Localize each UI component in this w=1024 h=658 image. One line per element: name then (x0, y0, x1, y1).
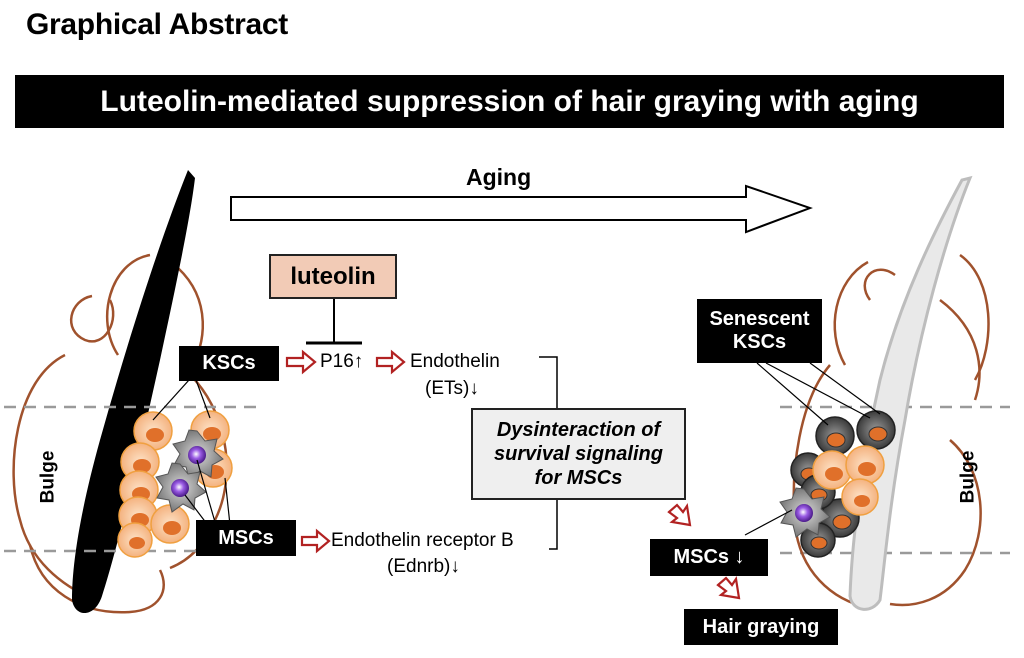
luteolin-box: luteolin (269, 254, 397, 299)
ksc-cell (812, 450, 852, 490)
left-leader-lines (152, 379, 231, 529)
left-hair-shaft (72, 170, 195, 614)
ksc-cell (150, 504, 190, 544)
red-arrows (285, 349, 741, 600)
right-ksc-cells (812, 445, 885, 516)
bulge-label-right: Bulge (957, 450, 979, 504)
ksc-cell (117, 522, 153, 558)
dysinteraction-line-1: Dysinteraction of (496, 419, 661, 441)
ksc-cell (841, 478, 879, 516)
dysinteraction-line-2: survival signaling (494, 443, 663, 465)
right-msc-cell (779, 487, 831, 538)
endothelin-label-1: Endothelin (410, 351, 500, 372)
ednrb-label-2: (Ednrb)↓ (387, 556, 460, 577)
dysinteraction-line-3: for MSCs (534, 467, 623, 489)
msc-down-label: MSCs ↓ (650, 539, 768, 576)
senescent-ksc-label: Senescent KSCs (697, 299, 822, 363)
aging-arrow (230, 184, 813, 234)
senescent-ksc-cell (800, 522, 836, 558)
page-title: Graphical Abstract (26, 8, 288, 41)
ednrb-label-1: Endothelin receptor B (331, 530, 514, 551)
senescent-line-1: Senescent (709, 308, 810, 330)
senescent-ksc-cell (815, 416, 855, 456)
arrow-p16-endothelin (375, 349, 406, 375)
p16-label: P16↑ (320, 351, 364, 372)
banner-title: Luteolin-mediated suppression of hair gr… (15, 75, 1004, 128)
ksc-cell (845, 445, 885, 485)
msc-cell (172, 429, 224, 480)
arrow-ksc-p16 (285, 349, 317, 375)
arrow-msc-ednrb (300, 528, 331, 554)
ksc-label: KSCs (179, 346, 279, 381)
msc-cell (155, 462, 207, 513)
right-leader-lines (744, 362, 881, 536)
aging-label: Aging (466, 164, 532, 190)
inhibition-bar (306, 299, 362, 345)
ksc-cell (133, 411, 173, 451)
bracket (539, 356, 558, 550)
dysinteraction-box: Dysinteraction of survival signaling for… (471, 408, 686, 500)
arrow-dys-msc (667, 503, 692, 527)
hair-graying-label: Hair graying (684, 609, 838, 645)
left-ksc-cells (117, 410, 233, 558)
right-hair-shaft (848, 175, 973, 611)
senescent-line-2: KSCs (732, 331, 787, 353)
bulge-label-left: Bulge (37, 450, 59, 504)
left-msc-cells (155, 429, 224, 513)
right-follicle-outline (792, 253, 990, 610)
arrow-msc-graying (716, 576, 741, 600)
endothelin-label-2: (ETs)↓ (425, 378, 479, 399)
msc-label: MSCs (196, 520, 296, 556)
senescent-ksc-cell (856, 410, 896, 450)
